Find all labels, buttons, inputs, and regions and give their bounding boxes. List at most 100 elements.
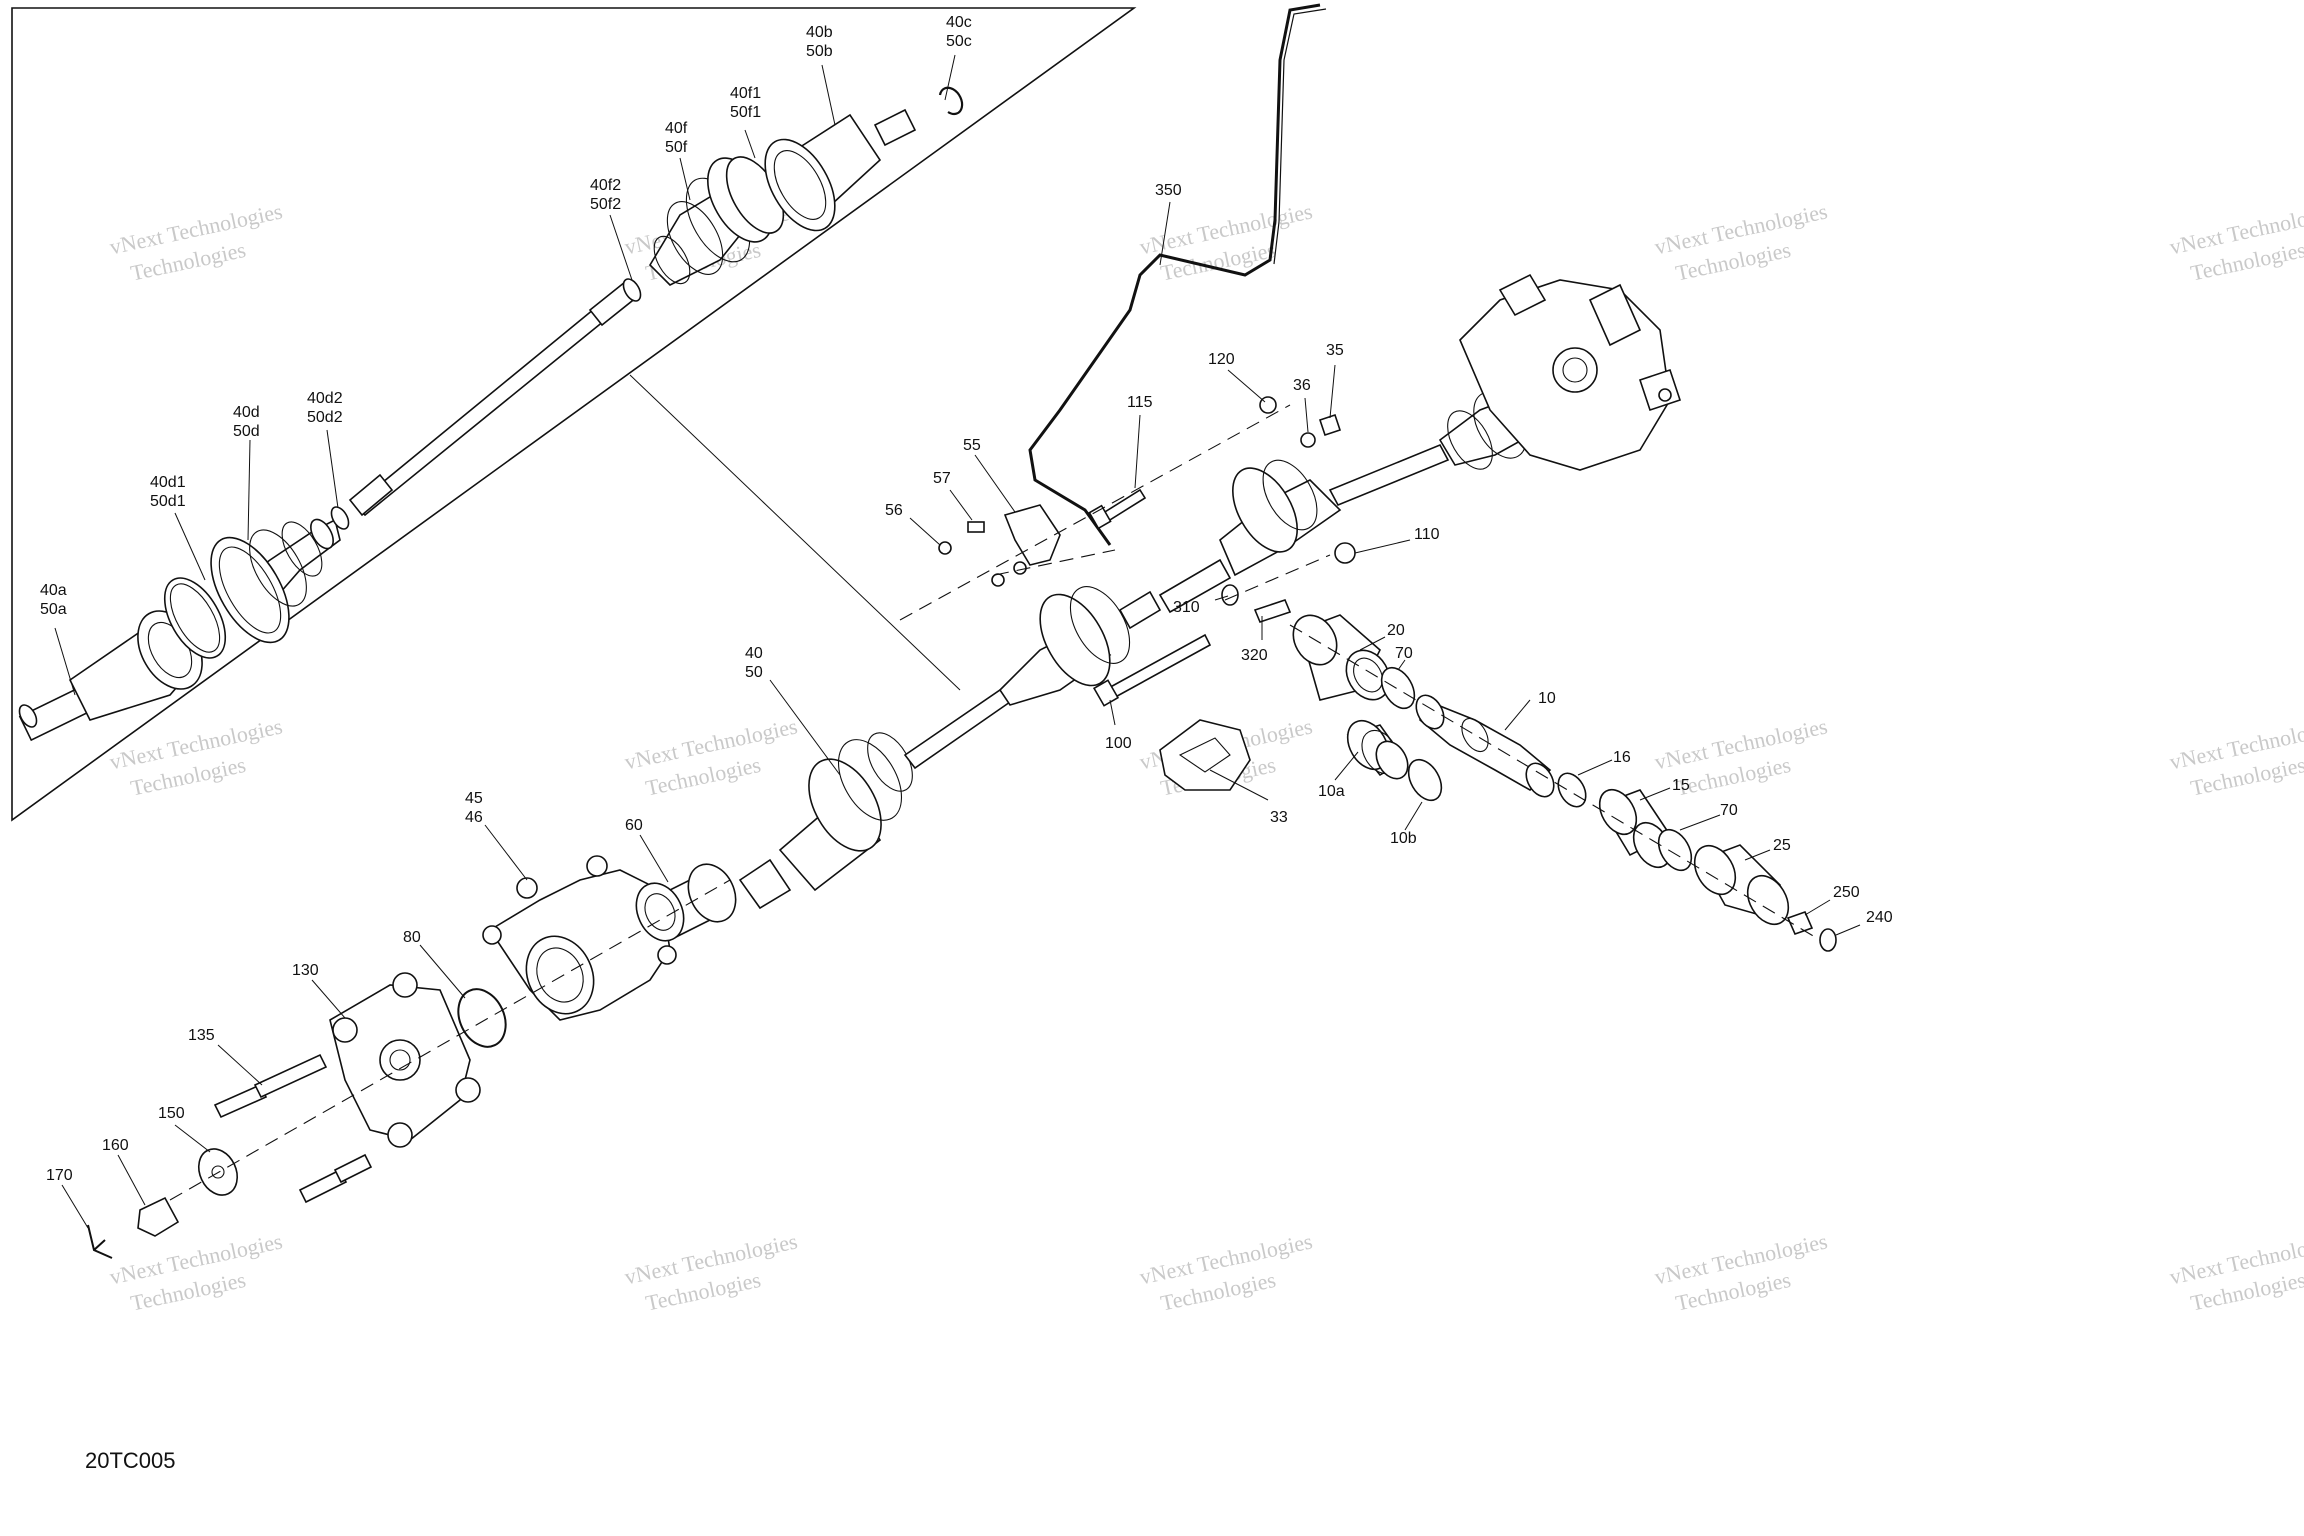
- callout-line: 320: [1241, 647, 1268, 664]
- callout-320: 320: [1241, 647, 1268, 664]
- bellows-10a-part: [1346, 719, 1409, 780]
- callout-line: 150: [158, 1105, 185, 1122]
- ring-16-part: [1557, 772, 1587, 808]
- callout-line: 40a: [40, 582, 67, 599]
- ring-70a-part: [1380, 666, 1416, 710]
- callout-line: 110: [1414, 526, 1440, 543]
- callout-line: 57: [933, 470, 951, 487]
- callout-line: 60: [625, 817, 643, 834]
- callout-line: 56: [885, 502, 903, 519]
- callout-line: 40f1: [730, 85, 761, 102]
- callout-33: 33: [1270, 809, 1288, 826]
- front-drive-shaft-right-part: [1158, 391, 1542, 614]
- washer-36-part: [1300, 432, 1316, 448]
- inset-frame: [11, 7, 1137, 822]
- callout-line: 50f: [665, 139, 688, 156]
- callout-line: 350: [1155, 182, 1182, 199]
- callout-10a: 10a: [1318, 783, 1345, 800]
- clamp-ring-part: [163, 577, 227, 659]
- sleeve-25-part: [1693, 844, 1790, 926]
- callout-36: 36: [1293, 377, 1311, 394]
- callout-line: 15: [1672, 777, 1690, 794]
- callout-leader-lines: [54, 54, 1861, 1229]
- callout-line: 115: [1127, 394, 1153, 411]
- callout-40f2-50f2: 40f2 50f2: [590, 177, 621, 213]
- callout-line: 130: [292, 962, 319, 979]
- callout-10: 10: [1538, 690, 1556, 707]
- callout-line: 25: [1773, 837, 1791, 854]
- callout-line: 70: [1720, 802, 1738, 819]
- inset-connector-line: [629, 374, 961, 691]
- ring-10b-part: [1407, 758, 1443, 802]
- bolt-100-part: [1103, 633, 1212, 702]
- circlip-part: [938, 86, 964, 116]
- callout-line: 40d1: [150, 474, 186, 491]
- ring-70b-part: [1657, 828, 1693, 872]
- callout-line: 35: [1326, 342, 1344, 359]
- callout-110: 110: [1414, 526, 1440, 543]
- callout-line: 40f2: [590, 177, 621, 194]
- callout-line: 20: [1387, 622, 1405, 639]
- washer-240-part: [1819, 928, 1837, 952]
- callout-170: 170: [46, 1167, 73, 1184]
- wheel-stud-part: [213, 1053, 373, 1204]
- wheel-hub-part: [329, 972, 481, 1148]
- callout-line: 46: [465, 809, 483, 826]
- callout-line: 310: [1173, 599, 1200, 616]
- callout-25: 25: [1773, 837, 1791, 854]
- bolt-320-part: [1253, 599, 1292, 623]
- callout-line: 50c: [946, 33, 972, 50]
- callout-100: 100: [1105, 735, 1132, 752]
- callout-line: 33: [1270, 809, 1288, 826]
- callout-80: 80: [403, 929, 421, 946]
- callout-line: 40b: [806, 24, 833, 41]
- callout-16: 16: [1613, 749, 1631, 766]
- callout-130: 130: [292, 962, 319, 979]
- circlip-80-part: [457, 988, 507, 1048]
- callout-line: 50a: [40, 601, 67, 618]
- callout-line: 50f1: [730, 104, 761, 121]
- callout-line: 135: [188, 1027, 215, 1044]
- callout-70b: 70: [1720, 802, 1738, 819]
- callout-line: 50f2: [590, 196, 621, 213]
- steering-knuckle-part: [482, 855, 677, 1021]
- cotter-pin-part: [87, 1224, 113, 1259]
- callout-line: 16: [1613, 749, 1631, 766]
- callout-line: 40f: [665, 120, 688, 137]
- small-clamp-2-part: [622, 278, 642, 302]
- screw-250-part: [1786, 910, 1814, 936]
- callout-15: 15: [1672, 777, 1690, 794]
- callout-line: 10: [1538, 690, 1556, 707]
- wheel-bearing-part: [635, 863, 737, 942]
- inner-housing-part: [764, 108, 917, 232]
- main-drive-shaft-part: [738, 586, 1162, 910]
- inset-shaft-assembly: [18, 86, 964, 742]
- callout-70a: 70: [1395, 645, 1413, 662]
- callout-line: 50d: [233, 423, 260, 440]
- callout-40f1-50f1: 40f1 50f1: [730, 85, 761, 121]
- callout-55: 55: [963, 437, 981, 454]
- sensor-bracket-55-part: [1003, 504, 1061, 566]
- callout-115: 115: [1127, 394, 1153, 411]
- callout-line: 80: [403, 929, 421, 946]
- callout-250: 250: [1833, 884, 1860, 901]
- callout-120: 120: [1208, 351, 1235, 368]
